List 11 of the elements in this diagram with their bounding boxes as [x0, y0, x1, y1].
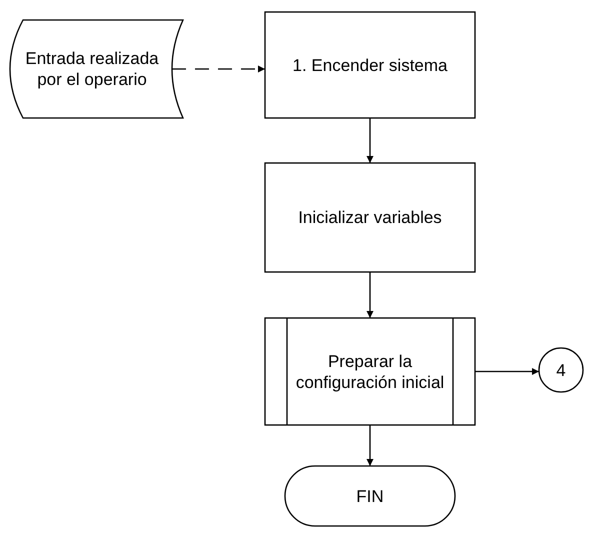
arrow	[366, 272, 374, 318]
node-label: Inicializar variables	[298, 207, 442, 228]
arrow	[366, 425, 374, 466]
node-label: 4	[556, 360, 566, 380]
arrow	[475, 368, 539, 375]
arrow	[172, 66, 265, 72]
node-label: 1. Encender sistema	[292, 54, 448, 76]
arrow	[366, 118, 374, 163]
node-label: Preparar la configuración inicial	[294, 350, 446, 392]
node-label: Entrada realizada por el operario	[24, 48, 160, 90]
node-label: FIN	[356, 486, 384, 506]
